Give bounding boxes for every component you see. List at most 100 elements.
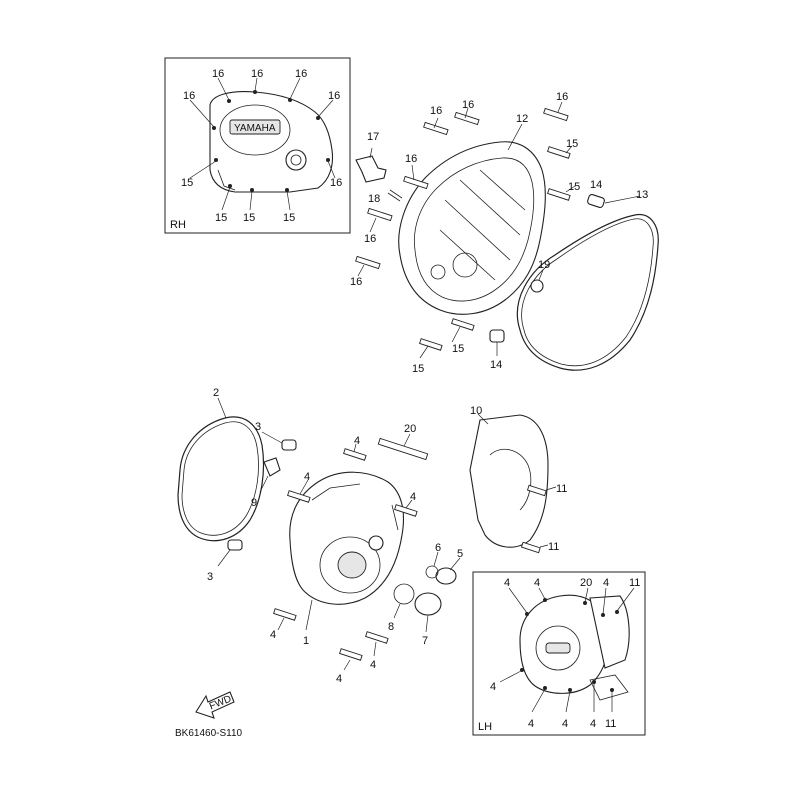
plug-5 <box>435 567 457 585</box>
bolt-4 <box>339 648 363 661</box>
callout-16: 16 <box>295 68 307 80</box>
crankcase-cover-12 <box>398 141 546 315</box>
callout-11: 11 <box>605 718 616 730</box>
callout-15: 15 <box>215 212 227 224</box>
o-ring-8 <box>393 583 415 605</box>
callout-13: 13 <box>636 189 648 201</box>
callout-6: 6 <box>435 542 441 554</box>
lh-inset-bracket <box>589 674 629 701</box>
callout-10: 10 <box>470 405 482 417</box>
inset-rh-label: RH <box>170 219 186 231</box>
lh-inset-bolt <box>543 686 547 690</box>
callout-15: 15 <box>412 363 424 375</box>
fwd-arrow: FWD <box>195 691 235 719</box>
gasket-13-inner <box>521 218 654 367</box>
cover-1-timing-port <box>368 535 384 551</box>
leader-13 <box>604 195 641 204</box>
generator-cover-1 <box>289 471 405 605</box>
bolt-20 <box>377 437 429 461</box>
callout-4: 4 <box>534 577 540 589</box>
callout-11: 11 <box>548 541 559 553</box>
callout-8: 8 <box>388 621 394 633</box>
leader-10 <box>477 413 489 425</box>
inset-lh: LH 4 4 20 4 11 4 4 4 4 11 <box>472 571 646 736</box>
callout-4: 4 <box>590 718 596 730</box>
callout-4: 4 <box>270 629 276 641</box>
rh-inset-logo-text: YAMAHA <box>234 123 276 134</box>
callout-16: 16 <box>364 233 376 245</box>
cover-12-boss <box>452 252 478 278</box>
callout-15: 15 <box>566 138 578 150</box>
bolt-4 <box>365 631 389 644</box>
bolt-16 <box>367 207 393 222</box>
bolt-16 <box>454 111 480 126</box>
callout-4: 4 <box>336 673 342 685</box>
callout-14: 14 <box>590 179 602 191</box>
callout-19: 19 <box>538 259 550 271</box>
callout-18: 18 <box>368 193 380 205</box>
lh-inset-sprocket-cover <box>589 595 630 669</box>
callout-16: 16 <box>330 177 342 189</box>
rh-inset-bolt <box>250 188 254 192</box>
bolt-4 <box>394 504 418 517</box>
bolt-16 <box>403 175 429 190</box>
lh-inset-bolt <box>615 610 619 614</box>
rh-inset-logo-plate <box>229 119 281 135</box>
callout-9: 9 <box>251 497 257 509</box>
oil-dipstick-17 <box>355 155 387 183</box>
callout-16: 16 <box>462 99 474 111</box>
cap-7 <box>414 592 442 616</box>
inset-lh-label: LH <box>478 721 492 733</box>
callout-4: 4 <box>354 435 360 447</box>
rh-inset-bolt <box>288 98 292 102</box>
rh-inset-cover <box>209 91 334 193</box>
callout-16: 16 <box>183 90 195 102</box>
cover-1-center-hole <box>337 551 367 579</box>
callout-4: 4 <box>528 718 534 730</box>
bolt-4 <box>273 608 297 621</box>
callout-16: 16 <box>350 276 362 288</box>
leader-2 <box>217 397 227 419</box>
rh-inset-bolt <box>285 188 289 192</box>
oil-seal-19 <box>530 279 544 293</box>
rh-inset-bolt <box>316 116 320 120</box>
callout-17: 17 <box>367 131 379 143</box>
o-ring-18 <box>387 192 401 202</box>
callout-4: 4 <box>410 491 416 503</box>
cover-12-ribs <box>439 169 526 281</box>
o-ring-6 <box>425 565 439 579</box>
rh-inset-bolt <box>253 90 257 94</box>
lh-inset-rotor-dome <box>535 625 581 671</box>
fwd-arrow-icon <box>195 691 235 719</box>
lh-inset-bolt <box>583 601 587 605</box>
lh-cover-leaders <box>277 443 413 671</box>
lh-inset-bolt <box>610 688 614 692</box>
leader-19 <box>538 269 544 281</box>
inset-rh-frame <box>164 57 351 234</box>
lh-inset-bolt <box>601 613 605 617</box>
diagram-code: BK61460-S110 <box>175 728 243 739</box>
callout-14: 14 <box>490 359 502 371</box>
rh-cover-leaders <box>357 101 576 359</box>
bolts-15 <box>419 146 571 351</box>
callout-15: 15 <box>243 212 255 224</box>
fwd-label: FWD <box>208 694 233 713</box>
leader-17 <box>369 147 373 159</box>
callout-4: 4 <box>370 659 376 671</box>
leader-9 <box>259 475 269 493</box>
callout-16: 16 <box>430 105 442 117</box>
gasket-13 <box>516 214 659 371</box>
lh-cover-assembly: 2 3 3 1 9 20 4 4 4 4 4 4 10 11 11 5 6 7 … <box>177 387 567 685</box>
leader-12 <box>507 123 523 151</box>
o-ring-18 <box>389 189 403 199</box>
sprocket-cover-10-rib <box>489 448 532 511</box>
bolt-16 <box>543 107 569 122</box>
callout-4: 4 <box>304 471 310 483</box>
bracket-9 <box>263 457 281 477</box>
rh-inset-bolt <box>228 184 232 188</box>
dowel-pin-14 <box>587 194 605 208</box>
lh-inset-bolt <box>525 612 529 616</box>
bolt-16 <box>423 121 449 136</box>
rh-inset-filler-inner <box>290 154 302 166</box>
